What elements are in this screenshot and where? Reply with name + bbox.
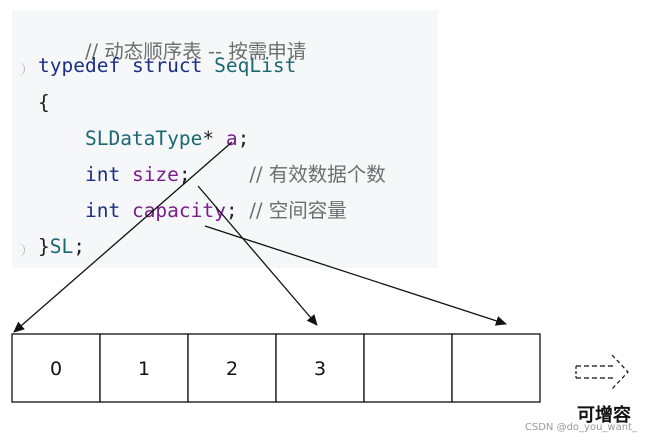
code-field-size-line: int size; // 有效数据个数 — [38, 163, 386, 187]
code-field-a-line: SLDataType* a; — [38, 127, 249, 151]
comment-text: // 动态顺序表 -- 按需申请 — [84, 40, 307, 63]
close-brace: } — [38, 235, 50, 258]
keyword-struct: struct — [131, 54, 203, 77]
open-brace: { — [38, 91, 50, 114]
struct-name: SeqList — [214, 54, 297, 77]
code-typedef-line: typedef struct SeqList — [38, 54, 296, 78]
keyword-int-capacity: int — [84, 199, 121, 222]
keyword-int-size: int — [84, 163, 121, 186]
code-open-brace-line: { — [38, 91, 50, 115]
size-comment: // 有效数据个数 — [249, 163, 386, 186]
capacity-comment: // 空间容量 — [249, 199, 347, 222]
grow-label: 可增容 — [577, 405, 631, 426]
code-comment-line: // 动态顺序表 -- 按需申请 — [38, 16, 306, 88]
semicolon-a: ; — [237, 127, 250, 150]
array-cell — [363, 333, 453, 403]
array-cell-label: 0 — [50, 358, 62, 380]
keyword-typedef: typedef — [38, 54, 121, 77]
pointer-arrow-a — [13, 141, 233, 333]
semicolon-sl: ; — [73, 235, 85, 258]
array-cell-label: 1 — [138, 358, 150, 380]
watermark: CSDN @do_you_want_ — [524, 422, 637, 433]
field-capacity: capacity — [131, 199, 226, 222]
array-cell — [99, 333, 189, 403]
code-close-line: }SL; — [38, 235, 85, 259]
pointer-arrow-size — [197, 185, 318, 326]
code-panel: // 动态顺序表 -- 按需申请 typedef struct SeqList … — [12, 10, 438, 268]
field-a: a — [225, 127, 238, 150]
array-cell-label: 3 — [314, 358, 326, 380]
array-cell — [451, 333, 541, 403]
pointer-arrow-capacity — [204, 225, 507, 326]
pointer-star: * — [202, 127, 215, 150]
array-cells: 0 1 2 3 — [11, 333, 541, 403]
array-cell — [275, 333, 365, 403]
code-field-capacity-line: int capacity; // 空间容量 — [38, 199, 347, 223]
array-cell-label: 2 — [226, 358, 238, 380]
dashed-arrow-right-icon — [575, 354, 629, 390]
semicolon-capacity: ; — [225, 199, 238, 222]
semicolon-size: ; — [178, 163, 191, 186]
alias-sl: SL — [49, 235, 74, 258]
array-cell — [11, 333, 101, 403]
type-sldatatype: SLDataType — [84, 127, 203, 150]
fold-marker-end-icon — [18, 243, 25, 257]
field-size: size — [131, 163, 179, 186]
fold-marker-icon — [18, 62, 25, 76]
